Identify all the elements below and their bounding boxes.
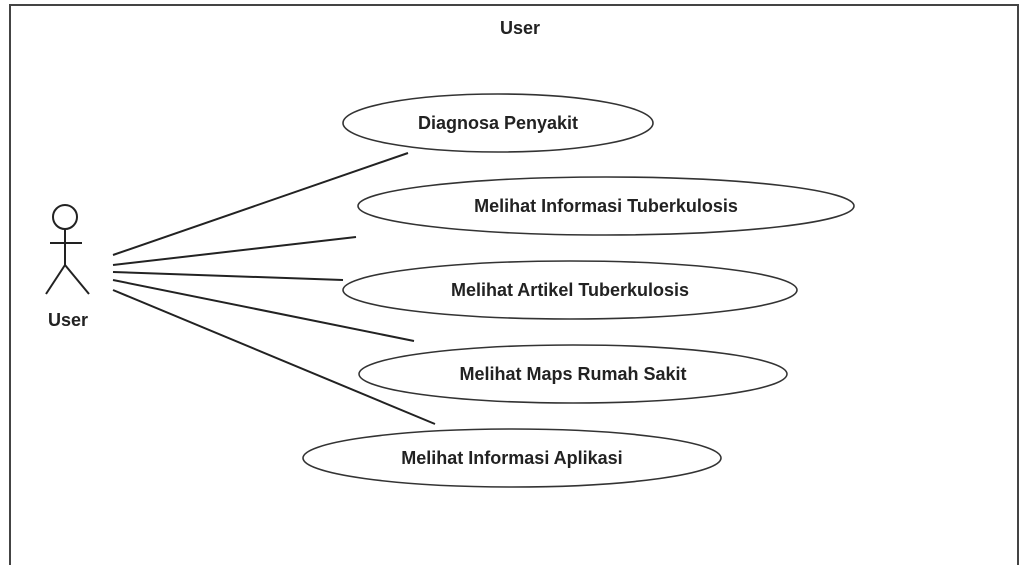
usecase-maps-ellipse (358, 344, 788, 404)
use-cases (302, 93, 855, 488)
actor-user-figure (45, 204, 90, 295)
association-info-tb (112, 236, 357, 266)
association-maps (112, 279, 415, 342)
usecase-label-info-aplikasi[interactable]: Melihat Informasi Aplikasi (401, 447, 623, 468)
association-diagnosa (112, 152, 409, 256)
usecase-label-artikel-tb[interactable]: Melihat Artikel Tuberkulosis (450, 279, 690, 300)
usecase-label-diagnosa[interactable]: Diagnosa Penyakit (417, 112, 579, 133)
actor-head (52, 204, 78, 230)
system-boundary (9, 4, 1019, 570)
boundary-title: User (499, 18, 541, 38)
usecase-label-info-tb[interactable]: Melihat Informasi Tuberkulosis (474, 195, 738, 216)
associations (112, 152, 436, 425)
usecase-label-maps[interactable]: Melihat Maps Rumah Sakit (459, 363, 687, 384)
actor-label: User (47, 310, 89, 330)
actor-left-leg (45, 264, 66, 295)
usecase-diagnosa-ellipse (342, 93, 654, 153)
usecase-artikel-tb-ellipse (342, 260, 798, 320)
association-info-aplikasi (112, 289, 436, 425)
actor-right-leg (64, 264, 90, 295)
usecase-info-aplikasi-ellipse (302, 428, 722, 488)
usecase-info-tb-ellipse (357, 176, 855, 236)
association-artikel-tb (112, 271, 344, 281)
